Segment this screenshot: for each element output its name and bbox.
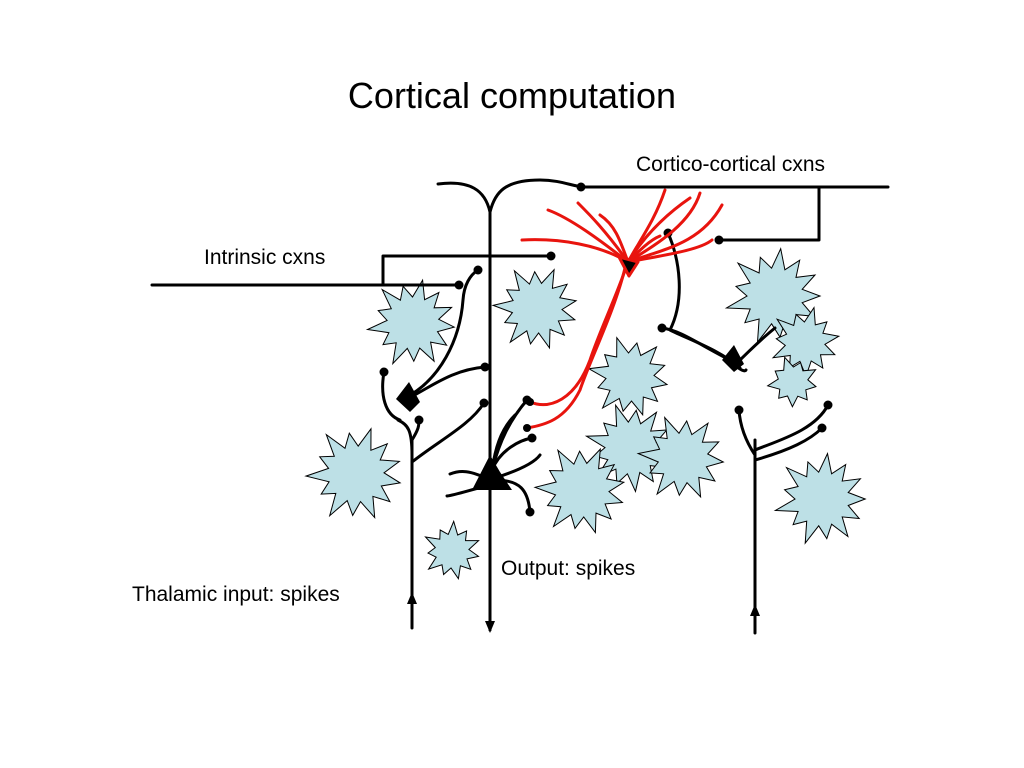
synapse-dot	[823, 400, 833, 410]
red-neuron-dendrite	[626, 196, 692, 264]
glial-cell-10	[304, 427, 402, 520]
dendrite-left	[403, 268, 480, 400]
basal-dendrite	[493, 453, 542, 480]
cortico-cortical-label: Cortico-cortical cxns	[636, 153, 826, 176]
output-arrowhead	[485, 621, 495, 633]
red-neuron-dendrite	[626, 191, 702, 264]
synapse-dot	[454, 280, 464, 290]
intrinsic-connections-label: Intrinsic cxns	[204, 246, 326, 269]
synapse-dot	[473, 265, 483, 275]
glial-cell-11	[773, 452, 867, 545]
glial-cell-2	[491, 268, 578, 350]
input-arrowhead-left	[407, 592, 417, 604]
dendrite-right	[660, 326, 732, 362]
glial-cell-8	[636, 416, 725, 499]
synapse-dot	[525, 507, 535, 517]
glial-cell-6	[587, 336, 669, 417]
synapse-dot	[734, 405, 744, 415]
thalamic-input-label: Thalamic input: spikes	[132, 583, 340, 606]
dendrite-left	[396, 418, 414, 457]
red-neuron-dendrite	[525, 266, 627, 430]
red-neuron-dendrite	[546, 208, 630, 264]
page-title: Cortical computation	[347, 75, 677, 116]
dendrite-right	[753, 426, 824, 462]
glial-cell-12	[424, 519, 480, 581]
apical-tuft	[436, 178, 585, 214]
right-stellate-soma	[722, 345, 744, 372]
synapse-dot	[479, 398, 489, 408]
glial-cell-5	[766, 356, 817, 408]
synapse-dot	[657, 323, 667, 333]
red-neuron-dendrite	[576, 201, 630, 264]
intrinsic-branch	[381, 254, 552, 287]
glia-layer	[304, 247, 867, 581]
dendrite-left	[381, 370, 402, 422]
input-arrowhead-right	[750, 604, 760, 616]
red-neuron-dendrite	[598, 213, 630, 264]
synapse-dot	[523, 424, 531, 432]
synapse-dot	[714, 235, 724, 245]
synapse-dot	[414, 415, 424, 425]
synapse-dot	[527, 433, 537, 443]
neuron-layer	[396, 188, 744, 490]
synapse-dot	[546, 251, 556, 261]
dendrite-right	[737, 408, 757, 457]
glial-cell-1	[365, 278, 456, 366]
glial-cell-9	[533, 447, 626, 535]
cortico-cortical-branch	[718, 185, 821, 242]
synapse-dot	[480, 362, 490, 372]
dendrite-left	[403, 365, 487, 402]
left-stellate-soma	[396, 382, 420, 412]
output-pyramidal-soma	[472, 455, 512, 490]
synapse-dot	[526, 398, 534, 406]
synapse-dot	[379, 367, 389, 377]
synapse-dot	[817, 423, 827, 433]
red-neuron-dendrite	[626, 203, 724, 264]
dendrite-left	[410, 401, 486, 464]
red-neuron-dendrite	[626, 238, 714, 264]
red-neuron-soma	[617, 255, 640, 278]
output-spikes-label: Output: spikes	[501, 557, 636, 580]
dendrite-right	[753, 403, 830, 452]
